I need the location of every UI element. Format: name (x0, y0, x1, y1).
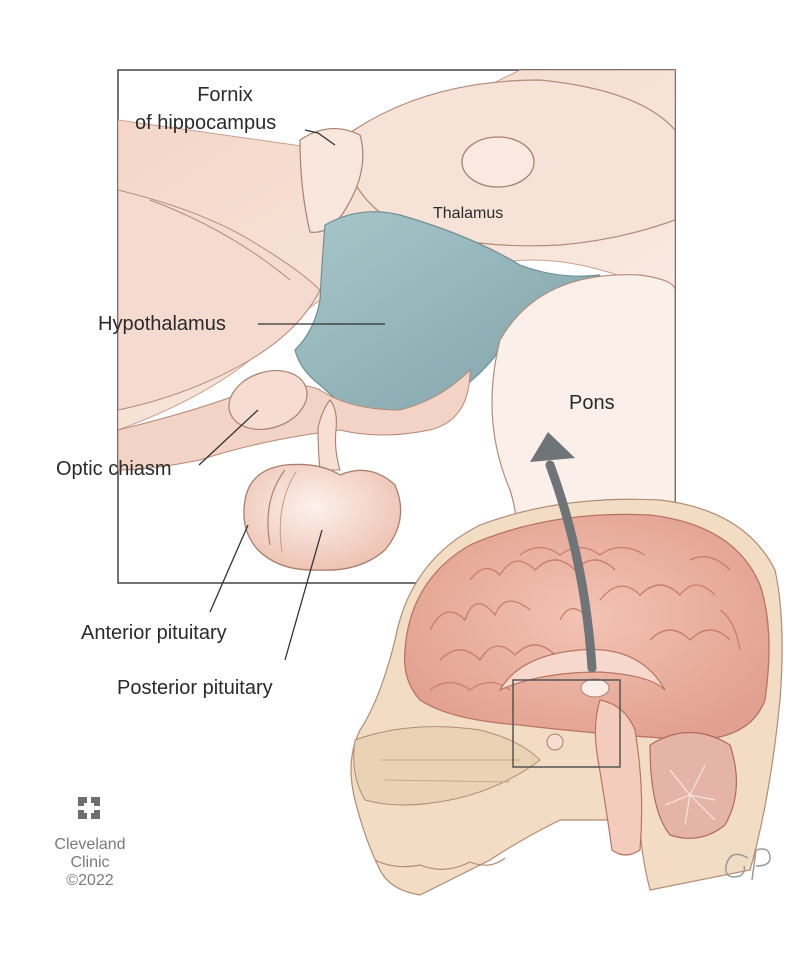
pituitary-gland (243, 463, 402, 571)
anterior-posterior-divide (267, 469, 286, 546)
label-thalamus: Thalamus (433, 205, 504, 222)
label-posterior-pituitary: Posterior pituitary (117, 677, 273, 699)
label-pons: Pons (569, 392, 615, 414)
copyright-text: ©2022 (66, 872, 114, 889)
artist-signature (725, 848, 771, 881)
brand-name-line1: Cleveland (54, 836, 126, 853)
brain-folds (429, 546, 741, 691)
leader-anterior-pituitary (209, 524, 249, 613)
label-fornix-line2: of hippocampus (135, 112, 277, 134)
brainstem (594, 699, 643, 856)
teeth (374, 857, 506, 870)
thalamus-mini (580, 678, 610, 698)
leader-fornix (304, 129, 336, 146)
arrow-head (530, 432, 575, 462)
optic-chiasm-shape (228, 370, 308, 430)
label-hypothalamus: Hypothalamus (98, 313, 226, 335)
pituitary-mini (546, 733, 564, 751)
cleveland-clinic-logo-icon (78, 797, 100, 819)
fornix-shape (299, 127, 364, 233)
zoom-arrow (530, 432, 597, 673)
brand-name-line2: Clinic (70, 854, 110, 871)
leader-optic-chiasm (198, 409, 259, 466)
leader-lines (198, 129, 385, 661)
leader-posterior-pituitary (284, 529, 323, 661)
label-anterior-pituitary: Anterior pituitary (81, 622, 227, 644)
corpus-callosum (498, 648, 666, 692)
inset-panel (117, 69, 676, 584)
cerebellum (649, 731, 737, 839)
thalamus-nucleus (461, 136, 535, 188)
pituitary-stalk (317, 399, 341, 471)
label-fornix-line1: Fornix (197, 84, 253, 106)
locator-box (512, 679, 621, 768)
facial-bones (353, 726, 541, 806)
cerebellum-tree (664, 764, 716, 826)
cleveland-clinic-branding: Cleveland Clinic ©2022 (40, 800, 140, 890)
label-optic-chiasm: Optic chiasm (56, 458, 172, 480)
